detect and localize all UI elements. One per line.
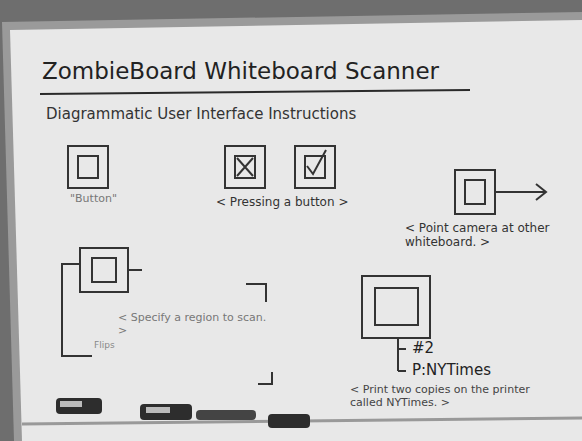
copies-count: #2 xyxy=(412,340,434,357)
board-frame xyxy=(2,12,582,441)
marker-tray xyxy=(22,398,582,428)
camera-icon xyxy=(455,170,546,214)
instruction-note: < Print two copies on the printer called… xyxy=(350,384,562,409)
icon-caption: "Button" xyxy=(70,193,117,206)
region-icon xyxy=(62,248,272,384)
title-underline xyxy=(40,90,470,94)
board-surface xyxy=(10,20,582,441)
pressed-icons xyxy=(225,146,335,188)
side-note: Flips xyxy=(94,340,115,350)
instruction-note: < Specify a region to scan. > xyxy=(118,312,268,337)
board-title: ZombieBoard Whiteboard Scanner xyxy=(42,58,439,84)
instruction-note: < Pressing a button > xyxy=(216,196,348,210)
button-icon xyxy=(68,146,108,188)
instruction-note: < Point camera at other whiteboard. > xyxy=(405,222,573,250)
printer-name: P:NYTimes xyxy=(412,362,491,379)
subtitle: Diagrammatic User Interface Instructions xyxy=(46,106,356,123)
